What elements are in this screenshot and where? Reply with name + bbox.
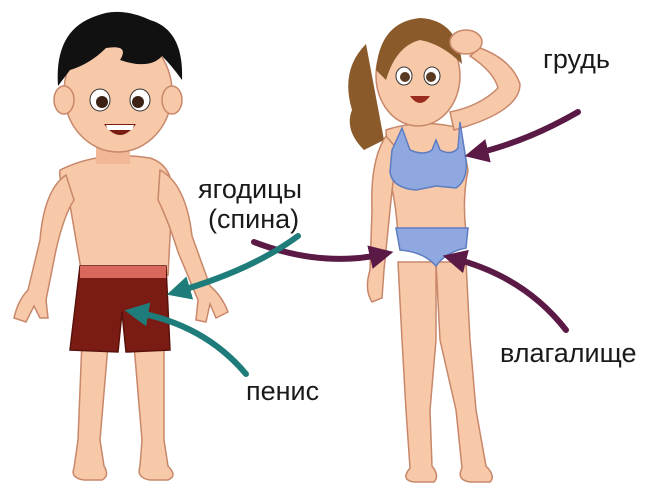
arrow-breast [474, 112, 578, 154]
label-penis: пенис [246, 378, 319, 405]
girl-figure [348, 18, 520, 482]
boy-figure [14, 12, 228, 480]
label-buttocks: ягодицы [198, 176, 302, 203]
label-breast: грудь [543, 46, 610, 73]
label-vagina: влагалище [500, 340, 637, 367]
label-buttocks-note: (спина) [208, 206, 299, 233]
